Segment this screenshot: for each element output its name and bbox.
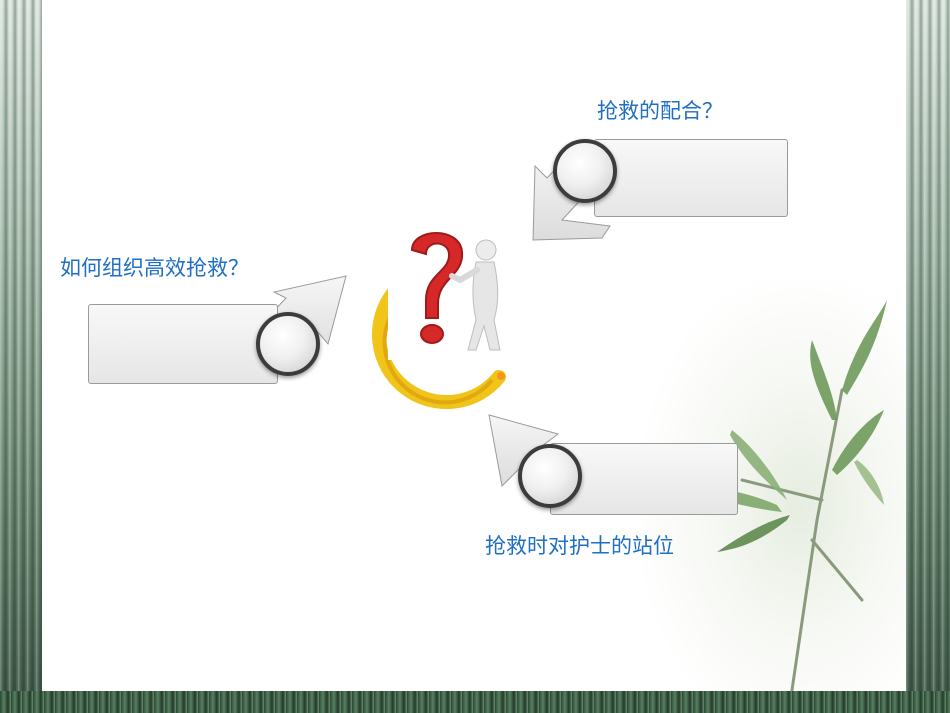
left-question-label: 如何组织高效抢救？ — [60, 256, 249, 280]
bamboo-branch-icon — [682, 300, 887, 691]
left-circle-node — [256, 312, 320, 376]
bottom-question-label: 抢救时对护士的站位 — [485, 534, 674, 558]
bottom-circle-node — [518, 444, 582, 508]
right-border-decoration — [906, 0, 950, 713]
top-circle-node — [553, 139, 617, 203]
top-question-label: 抢救的配合？ — [597, 99, 723, 123]
question-mark-figure-icon — [371, 232, 506, 410]
left-border-decoration — [0, 0, 42, 713]
bottom-border-decoration — [0, 691, 950, 713]
left-box — [88, 304, 278, 384]
bottom-box — [550, 443, 738, 515]
top-box — [594, 139, 788, 217]
slide-content: 如何组织高效抢救？ 抢救的配合？ 抢救时对护士的站位 — [42, 0, 906, 691]
